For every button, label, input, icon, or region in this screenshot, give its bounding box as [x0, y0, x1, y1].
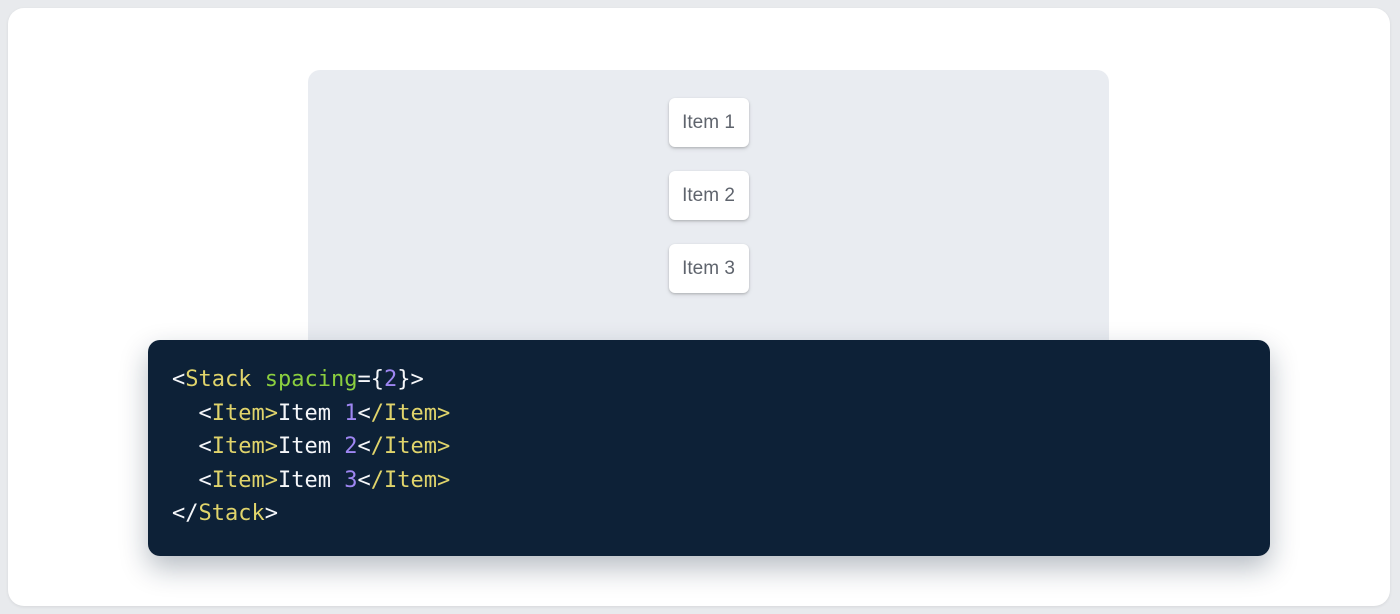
code-token-tag: /Item>	[370, 434, 451, 459]
code-token-plain: <	[357, 467, 371, 493]
code-token-num: 2	[344, 434, 358, 459]
code-line: <Item>Item 2</Item>	[172, 430, 1246, 464]
code-token-tag: Item>	[211, 400, 278, 426]
code-line: <Item>Item 1</Item>	[172, 397, 1246, 431]
code-token-plain: </	[172, 501, 199, 526]
code-token-plain	[251, 367, 264, 392]
code-token-num: 1	[344, 400, 358, 426]
code-line: <Stack spacing={2}>	[172, 363, 1246, 397]
code-token-plain: <	[172, 400, 212, 426]
code-token-plain: <	[172, 467, 212, 493]
code-line: </Stack>	[172, 497, 1246, 531]
stack-item: Item 2	[668, 171, 749, 220]
code-token-tag: Stack	[198, 501, 265, 526]
code-token-tag: /Item>	[370, 400, 451, 426]
code-token-plain: <	[357, 434, 371, 459]
code-token-tag: Item>	[211, 467, 278, 493]
stack-demo: Item 1 Item 2 Item 3	[308, 70, 1109, 293]
code-token-num: 3	[344, 467, 358, 493]
stack-item: Item 3	[668, 244, 749, 293]
code-token-plain: ={	[357, 367, 384, 392]
stack-item: Item 1	[668, 98, 749, 147]
code-token-plain: Item	[277, 434, 345, 459]
code-line: <Item>Item 3</Item>	[172, 464, 1246, 498]
code-token-plain: <	[172, 367, 186, 392]
code-token-plain: }>	[397, 367, 424, 392]
code-token-tag: Stack	[185, 367, 252, 392]
code-token-plain: Item	[277, 467, 345, 493]
code-token-plain: >	[264, 501, 278, 526]
code-token-plain: <	[172, 434, 212, 459]
code-token-plain: <	[357, 400, 371, 426]
code-token-num: 2	[383, 367, 398, 392]
code-token-tag: Item>	[211, 434, 278, 459]
code-block: <Stack spacing={2}> <Item>Item 1</Item> …	[148, 340, 1270, 556]
code-token-attr: spacing	[264, 367, 358, 392]
code-token-plain: Item	[277, 400, 345, 426]
code-token-tag: /Item>	[370, 467, 451, 493]
